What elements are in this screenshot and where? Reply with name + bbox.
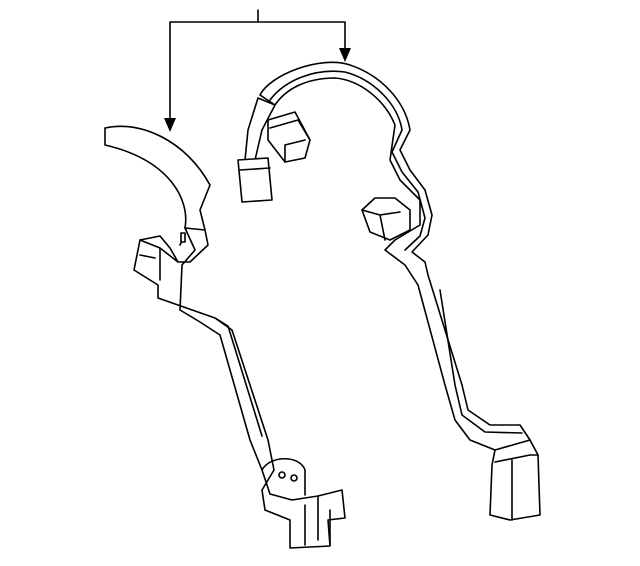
arrow-right xyxy=(339,48,351,62)
left-harness-bracket xyxy=(104,125,346,549)
callout-leader xyxy=(164,9,351,132)
right-wiring-harness xyxy=(237,61,541,521)
arrow-left xyxy=(164,118,176,132)
